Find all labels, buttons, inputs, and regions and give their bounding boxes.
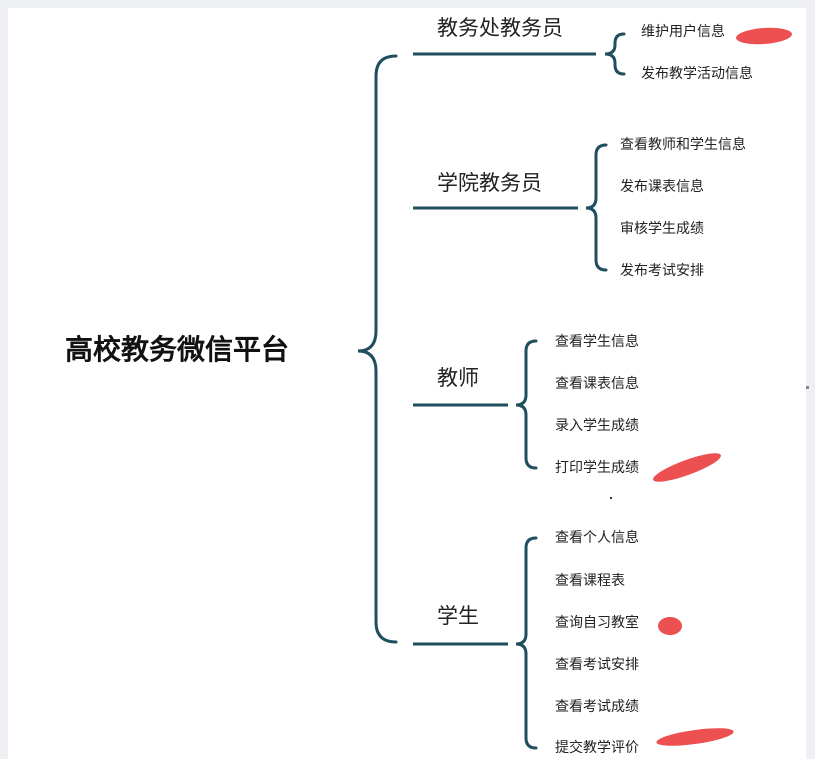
leaf-review-grades: 审核学生成绩	[620, 221, 704, 237]
leaf-enter-grades: 录入学生成绩	[555, 418, 639, 434]
branch-label-teacher: 教师	[437, 366, 479, 390]
root-title: 高校教务微信平台	[65, 333, 290, 366]
stray-dot	[610, 497, 612, 499]
mindmap-canvas: 高校教务微信平台 教务处教务员 维护用户信息 发布教学活动信息 学院教务员 查看…	[8, 8, 809, 759]
leaf-view-course-table: 查看课程表	[555, 573, 625, 589]
branch-label-student: 学生	[437, 604, 479, 628]
leaf-publish-activity-info: 发布教学活动信息	[641, 66, 753, 82]
branch-1-bracket	[585, 143, 608, 272]
leaf-view-exam-scores: 查看考试成绩	[555, 699, 639, 715]
leaf-view-exam-plan: 查看考试安排	[555, 657, 639, 673]
connector-lines	[357, 32, 626, 750]
leaf-view-personal-info: 查看个人信息	[555, 530, 639, 546]
leaf-view-schedule-info: 查看课表信息	[555, 376, 639, 392]
branch-3-bracket	[515, 536, 538, 750]
branch-2-bracket	[515, 339, 538, 470]
leaf-maintain-user-info: 维护用户信息	[641, 24, 725, 40]
leaf-publish-exam-plan: 发布考试安排	[620, 263, 704, 279]
root-bracket	[357, 54, 398, 644]
red-annotation-mark	[658, 617, 682, 635]
leaf-query-study-room: 查询自习教室	[555, 615, 639, 631]
leaf-view-teacher-student-info: 查看教师和学生信息	[620, 137, 746, 153]
branch-label-college-affairs: 学院教务员	[437, 171, 542, 195]
branch-0-bracket	[604, 32, 626, 76]
leaf-submit-evaluation: 提交教学评价	[555, 740, 639, 756]
stray-dot	[806, 386, 809, 389]
leaf-print-grades: 打印学生成绩	[555, 460, 639, 476]
branch-label-academic-affairs-office: 教务处教务员	[437, 16, 563, 40]
leaf-view-student-info: 查看学生信息	[555, 334, 639, 350]
leaf-publish-schedule: 发布课表信息	[620, 179, 704, 195]
